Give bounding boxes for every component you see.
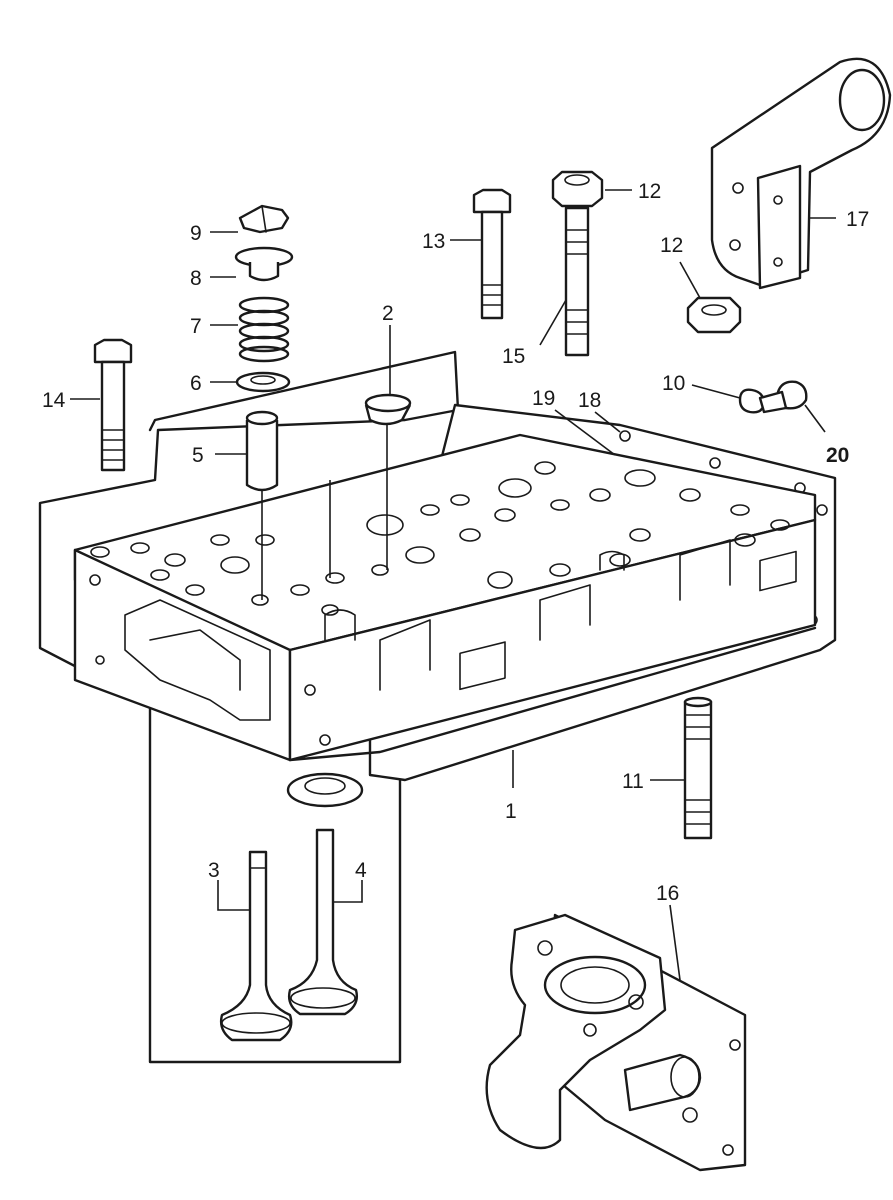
callout-8: 8 bbox=[190, 267, 202, 290]
callout-12b: 12 bbox=[660, 234, 683, 257]
spring-retainer bbox=[234, 246, 294, 282]
intake-valve bbox=[219, 850, 293, 1042]
spring-seat-washer bbox=[235, 371, 291, 393]
valve-collets bbox=[238, 204, 290, 234]
callout-1: 1 bbox=[505, 800, 517, 823]
callout-19: 19 bbox=[532, 387, 555, 410]
exhaust-valve bbox=[287, 828, 359, 1016]
callout-6: 6 bbox=[190, 372, 202, 395]
callout-18: 18 bbox=[578, 389, 601, 412]
hex-nut-lower bbox=[686, 296, 742, 334]
callout-14: 14 bbox=[42, 389, 66, 412]
callout-15: 15 bbox=[502, 345, 525, 368]
stud-long bbox=[564, 206, 590, 357]
head-bolt-long bbox=[93, 338, 133, 472]
callout-labels: 1 2 3 4 5 6 7 8 9 10 11 12 12 13 14 15 1… bbox=[42, 180, 869, 905]
stud-short bbox=[683, 696, 713, 840]
lifting-bracket bbox=[710, 57, 892, 290]
callout-leaders bbox=[70, 189, 836, 981]
callout-9: 9 bbox=[190, 222, 202, 245]
callout-12a: 12 bbox=[638, 180, 661, 203]
head-top-details bbox=[90, 461, 790, 641]
valve-guide bbox=[245, 410, 279, 492]
hex-nut-top bbox=[551, 170, 604, 208]
callout-3: 3 bbox=[208, 859, 220, 882]
callout-20: 20 bbox=[826, 444, 849, 467]
callout-16: 16 bbox=[656, 882, 679, 905]
callout-7: 7 bbox=[190, 315, 202, 338]
callout-10: 10 bbox=[662, 372, 685, 395]
small-bolt bbox=[758, 380, 808, 414]
valve-spring bbox=[238, 296, 290, 363]
valve-group-frame bbox=[38, 350, 460, 1064]
thermostat-housing bbox=[485, 913, 747, 1172]
callout-5: 5 bbox=[192, 444, 204, 467]
cylinder-head-block bbox=[73, 433, 817, 762]
head-bolt-medium bbox=[472, 188, 512, 320]
callout-17: 17 bbox=[846, 208, 869, 231]
assembly-guide-lines bbox=[261, 425, 388, 600]
callout-13: 13 bbox=[422, 230, 445, 253]
stem-seal-cap bbox=[364, 393, 412, 426]
valve-seat-washer bbox=[286, 772, 364, 808]
callout-11: 11 bbox=[622, 770, 644, 793]
callout-4: 4 bbox=[355, 859, 367, 882]
callout-2: 2 bbox=[382, 302, 394, 325]
